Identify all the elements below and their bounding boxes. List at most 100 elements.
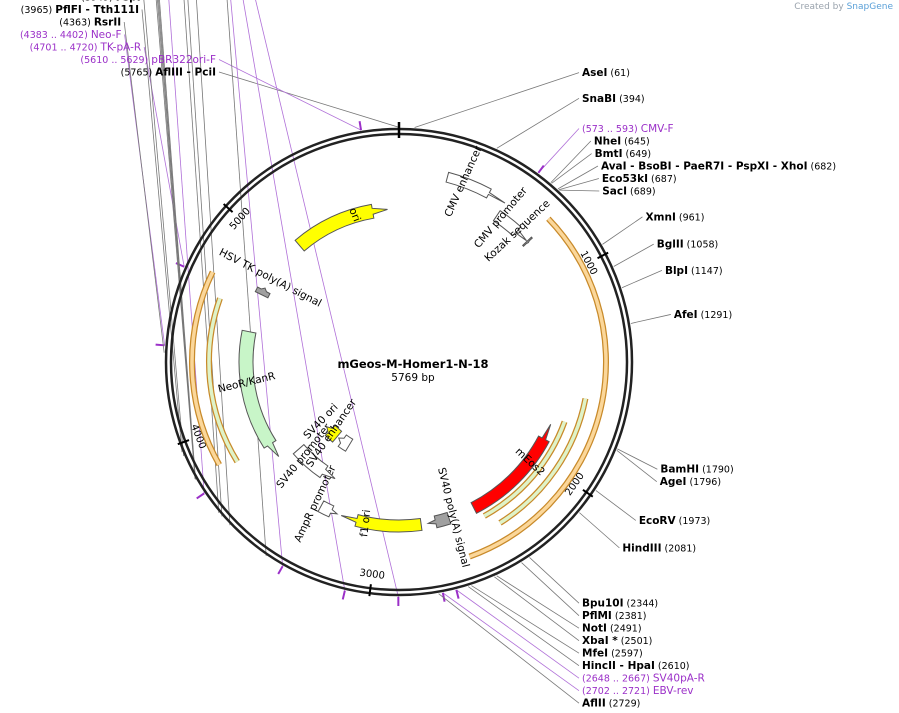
callout-afliii <box>218 71 399 128</box>
feature-cmv-enhancer <box>445 171 506 204</box>
primer-label-sv40pa-r: (2648 .. 2667) SV40pA-R <box>582 673 705 685</box>
feature-neor-kanr <box>238 329 280 457</box>
callout-pflmi <box>521 562 580 616</box>
callout-nhei <box>550 140 592 183</box>
callout-asei <box>414 72 580 128</box>
callout-avai <box>557 165 599 190</box>
callout-bmti <box>551 153 592 184</box>
green-arc-left <box>207 297 239 463</box>
primer-label-pbr322ori-f: (5610 .. 5629) pBR322ori-F <box>80 54 216 66</box>
feature-sv40-poly-a-signal <box>426 511 452 529</box>
primer-label-tk-pa-r: (4701 .. 4720) TK-pA-R <box>30 42 142 54</box>
plasmid-size: 5769 bp <box>391 372 435 384</box>
site-label-bglii: BglII (1058) <box>657 239 719 251</box>
feature-ori <box>294 203 388 252</box>
callout-afei <box>630 314 671 324</box>
tick-label-3000: 3000 <box>359 568 386 582</box>
tick-mark-5000 <box>222 203 234 213</box>
site-label-bamhi: BamHI (1790) <box>660 464 733 476</box>
primer-label-ebv-rev: (2702 .. 2721) EBV-rev <box>582 685 694 697</box>
green-arc-right-inner <box>483 421 567 518</box>
feature-sv40-enhancer <box>337 434 354 452</box>
site-label-bmti: BmtI (649) <box>595 148 651 160</box>
callout-agei <box>616 450 658 483</box>
primer-mark-neo-r <box>196 492 205 500</box>
feature-label-hsv-tk-poly-a-signal: HSV TK poly(A) signal <box>217 246 323 309</box>
callout-hincii <box>467 586 580 667</box>
tick-mark-2000 <box>582 489 594 498</box>
site-label-ecorv: EcoRV (1973) <box>639 515 710 527</box>
callout-bpu10i <box>529 557 580 604</box>
feature-sv40-ori <box>324 424 343 443</box>
callout-pbr322ori-f <box>218 59 362 131</box>
tick-mark-4000 <box>177 439 190 446</box>
site-label-afliii: (5765) AflIII - PciI <box>121 67 216 79</box>
callout-sv40pa-r <box>456 589 580 679</box>
primer-mark-pbabe-3 <box>277 565 284 575</box>
green-arc-right <box>499 398 588 525</box>
callout-pflfi <box>141 9 183 453</box>
callout-kasi <box>159 0 196 480</box>
site-label-aflii: AflII (2729) <box>582 698 640 710</box>
callout-saci <box>559 189 600 192</box>
callout-snabi <box>496 97 580 149</box>
site-callouts <box>123 0 671 704</box>
site-label-xbai: XbaI * (2501) <box>582 635 652 647</box>
feature-f1-ori <box>341 513 423 533</box>
tick-mark-1000 <box>597 251 609 260</box>
callout-noti <box>496 575 580 629</box>
primer-label-cmv-f: (573 .. 593) CMV-F <box>582 123 674 135</box>
site-label-noti: NotI (2491) <box>582 623 642 635</box>
callout-ebv-rev <box>442 592 580 692</box>
site-label-agei: AgeI (1796) <box>660 476 721 488</box>
site-label-snabi: SnaBI (394) <box>582 93 645 105</box>
site-label-asei: AseI (61) <box>582 67 630 79</box>
site-label-bpu10i: Bpu10I (2344) <box>582 598 658 610</box>
site-label-rsrii: (4363) RsrII <box>59 17 121 29</box>
callout-csii <box>226 0 267 556</box>
callout-rsrii <box>123 21 165 353</box>
primer-mark-cmv-f <box>537 164 545 174</box>
callout-f1ori-f <box>255 0 399 598</box>
callout-xmni <box>602 216 643 245</box>
callout-bglii <box>613 243 654 267</box>
site-label-pflfi: (3965) PflFI - Tth111I <box>21 4 139 16</box>
feature-kozak-sequence <box>521 236 533 247</box>
primer-mark-sv40pa-r <box>455 589 460 599</box>
primer-mark-pbr322ori-f <box>358 121 363 131</box>
site-label-eco53ki: Eco53kI (687) <box>602 173 677 185</box>
site-label-hindiii: HindIII (2081) <box>622 542 696 554</box>
site-label-fspi: (3949) FspI <box>81 0 140 4</box>
plasmid-name: mGeos-M-Homer1-N-18 <box>337 357 488 371</box>
primer-label-neo-f: (4383 .. 4402) Neo-F <box>20 29 122 41</box>
callout-bspdi <box>183 0 220 513</box>
feature-meos2 <box>470 424 552 514</box>
feature-sv40-promoter <box>292 443 336 480</box>
site-label-avai: AvaI - BsoBI - PaeR7I - PspXI - XhoI (68… <box>601 161 836 173</box>
feature-ampr-promoter <box>317 500 339 518</box>
feature-hsv-tk-poly-a-signal <box>254 286 271 299</box>
orf-arcs <box>189 216 609 560</box>
callout-sfii <box>196 0 231 526</box>
site-label-saci: SacI (689) <box>602 186 655 198</box>
callout-xbai <box>494 576 580 642</box>
callout-hindiii <box>579 512 620 549</box>
site-label-afei: AfeI (1291) <box>674 309 732 321</box>
callout-bamhi <box>617 448 658 470</box>
site-label-nhei: NheI (645) <box>594 136 650 148</box>
orf-arc-left <box>190 271 221 466</box>
callout-ecorv <box>595 490 637 521</box>
callout-cmv-f <box>538 128 580 174</box>
callout-blpi <box>621 269 663 289</box>
tick-mark-3000 <box>368 584 372 597</box>
site-label-hincii: HincII - HpaI (2610) <box>582 660 689 672</box>
site-label-pflmi: PflMI (2381) <box>582 610 646 622</box>
orf-arc-right <box>468 217 608 559</box>
site-label-mfei: MfeI (2597) <box>582 648 643 660</box>
credit-prefix: Created by <box>794 2 844 12</box>
site-label-xmni: XmnI (961) <box>645 211 704 223</box>
feature-cmv-promoter <box>492 209 527 242</box>
callout-aflii <box>438 593 580 704</box>
feature-label-f1-ori: f1 ori <box>358 509 373 538</box>
